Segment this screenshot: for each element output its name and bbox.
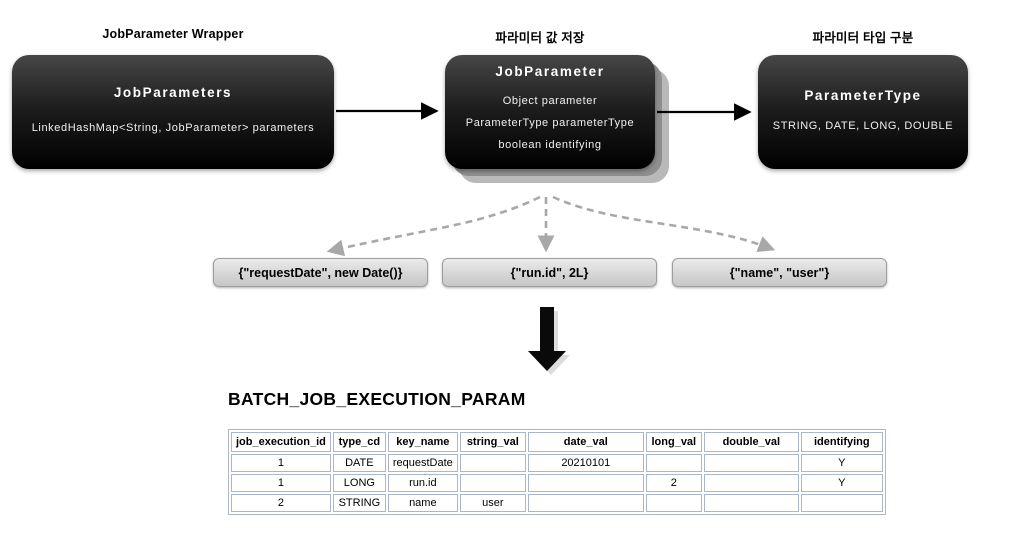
column-header: long_val [645, 432, 702, 452]
table-cell: 2 [645, 474, 702, 492]
table-cell: user [459, 494, 526, 512]
dashed-arrow-to-name [552, 195, 776, 252]
node-jobparameter: JobParameter Object parameter ParameterT… [445, 55, 655, 169]
column-header: double_val [703, 432, 799, 452]
table-cell [459, 474, 526, 492]
table-cell: LONG [332, 474, 386, 492]
table-title: BATCH_JOB_EXECUTION_PARAM [228, 389, 526, 409]
dashed-arrow-to-requestdate [326, 195, 541, 257]
table-cell: run.id [387, 474, 458, 492]
table-cell [645, 494, 702, 512]
column-header: type_cd [332, 432, 386, 452]
table-cell [645, 454, 702, 472]
table-cell: 1 [231, 454, 331, 472]
table-cell [703, 494, 799, 512]
value-box-name: {"name", "user"} [672, 258, 887, 287]
table-cell: 1 [231, 474, 331, 492]
table-cell: 20210101 [527, 454, 644, 472]
table-cell [527, 474, 644, 492]
table-cell [703, 454, 799, 472]
big-down-arrow-shadow [532, 311, 570, 375]
table-cell: Y [800, 454, 883, 472]
column-header: date_val [527, 432, 644, 452]
column-header: string_val [459, 432, 526, 452]
node-jobparameters: JobParameters LinkedHashMap<String, JobP… [12, 55, 334, 169]
table-cell: STRING [332, 494, 386, 512]
table-cell: requestDate [387, 454, 458, 472]
table-cell [703, 474, 799, 492]
batch-job-execution-param-table: job_execution_id type_cd key_name string… [228, 429, 886, 515]
table-cell [527, 494, 644, 512]
node-line: STRING, DATE, LONG, DOUBLE [772, 119, 954, 132]
node-heading-jobparameter: 파라미터 값 저장 [495, 31, 585, 45]
table-cell: name [387, 494, 458, 512]
node-parametertype: ParameterType STRING, DATE, LONG, DOUBLE [758, 55, 968, 169]
node-line: Object parameter [502, 95, 598, 107]
node-line: ParameterType parameterType [465, 117, 635, 129]
table-cell [800, 494, 883, 512]
table-cell: Y [800, 474, 883, 492]
table-row: 1 LONG run.id 2 Y [231, 474, 883, 492]
table-row: 1 DATE requestDate 20210101 Y [231, 454, 883, 472]
node-line: boolean identifying [498, 139, 602, 151]
table-row: 2 STRING name user [231, 494, 883, 512]
node-title: JobParameter [495, 64, 605, 79]
column-header: key_name [387, 432, 458, 452]
value-box-runid: {"run.id", 2L} [442, 258, 657, 287]
node-line: LinkedHashMap<String, JobParameter> para… [31, 122, 315, 134]
value-box-requestdate: {"requestDate", new Date()} [213, 258, 428, 287]
node-heading-parametertype: 파라미터 타입 구분 [812, 31, 914, 45]
table-header-row: job_execution_id type_cd key_name string… [231, 432, 883, 452]
node-heading-jobparameters: JobParameter Wrapper [102, 27, 244, 41]
column-header: identifying [800, 432, 883, 452]
node-title: ParameterType [804, 87, 922, 103]
node-title: JobParameters [113, 85, 233, 100]
table-cell [459, 454, 526, 472]
table-cell: 2 [231, 494, 331, 512]
big-down-arrow-icon [528, 307, 566, 371]
column-header: job_execution_id [231, 432, 331, 452]
table-cell: DATE [332, 454, 386, 472]
